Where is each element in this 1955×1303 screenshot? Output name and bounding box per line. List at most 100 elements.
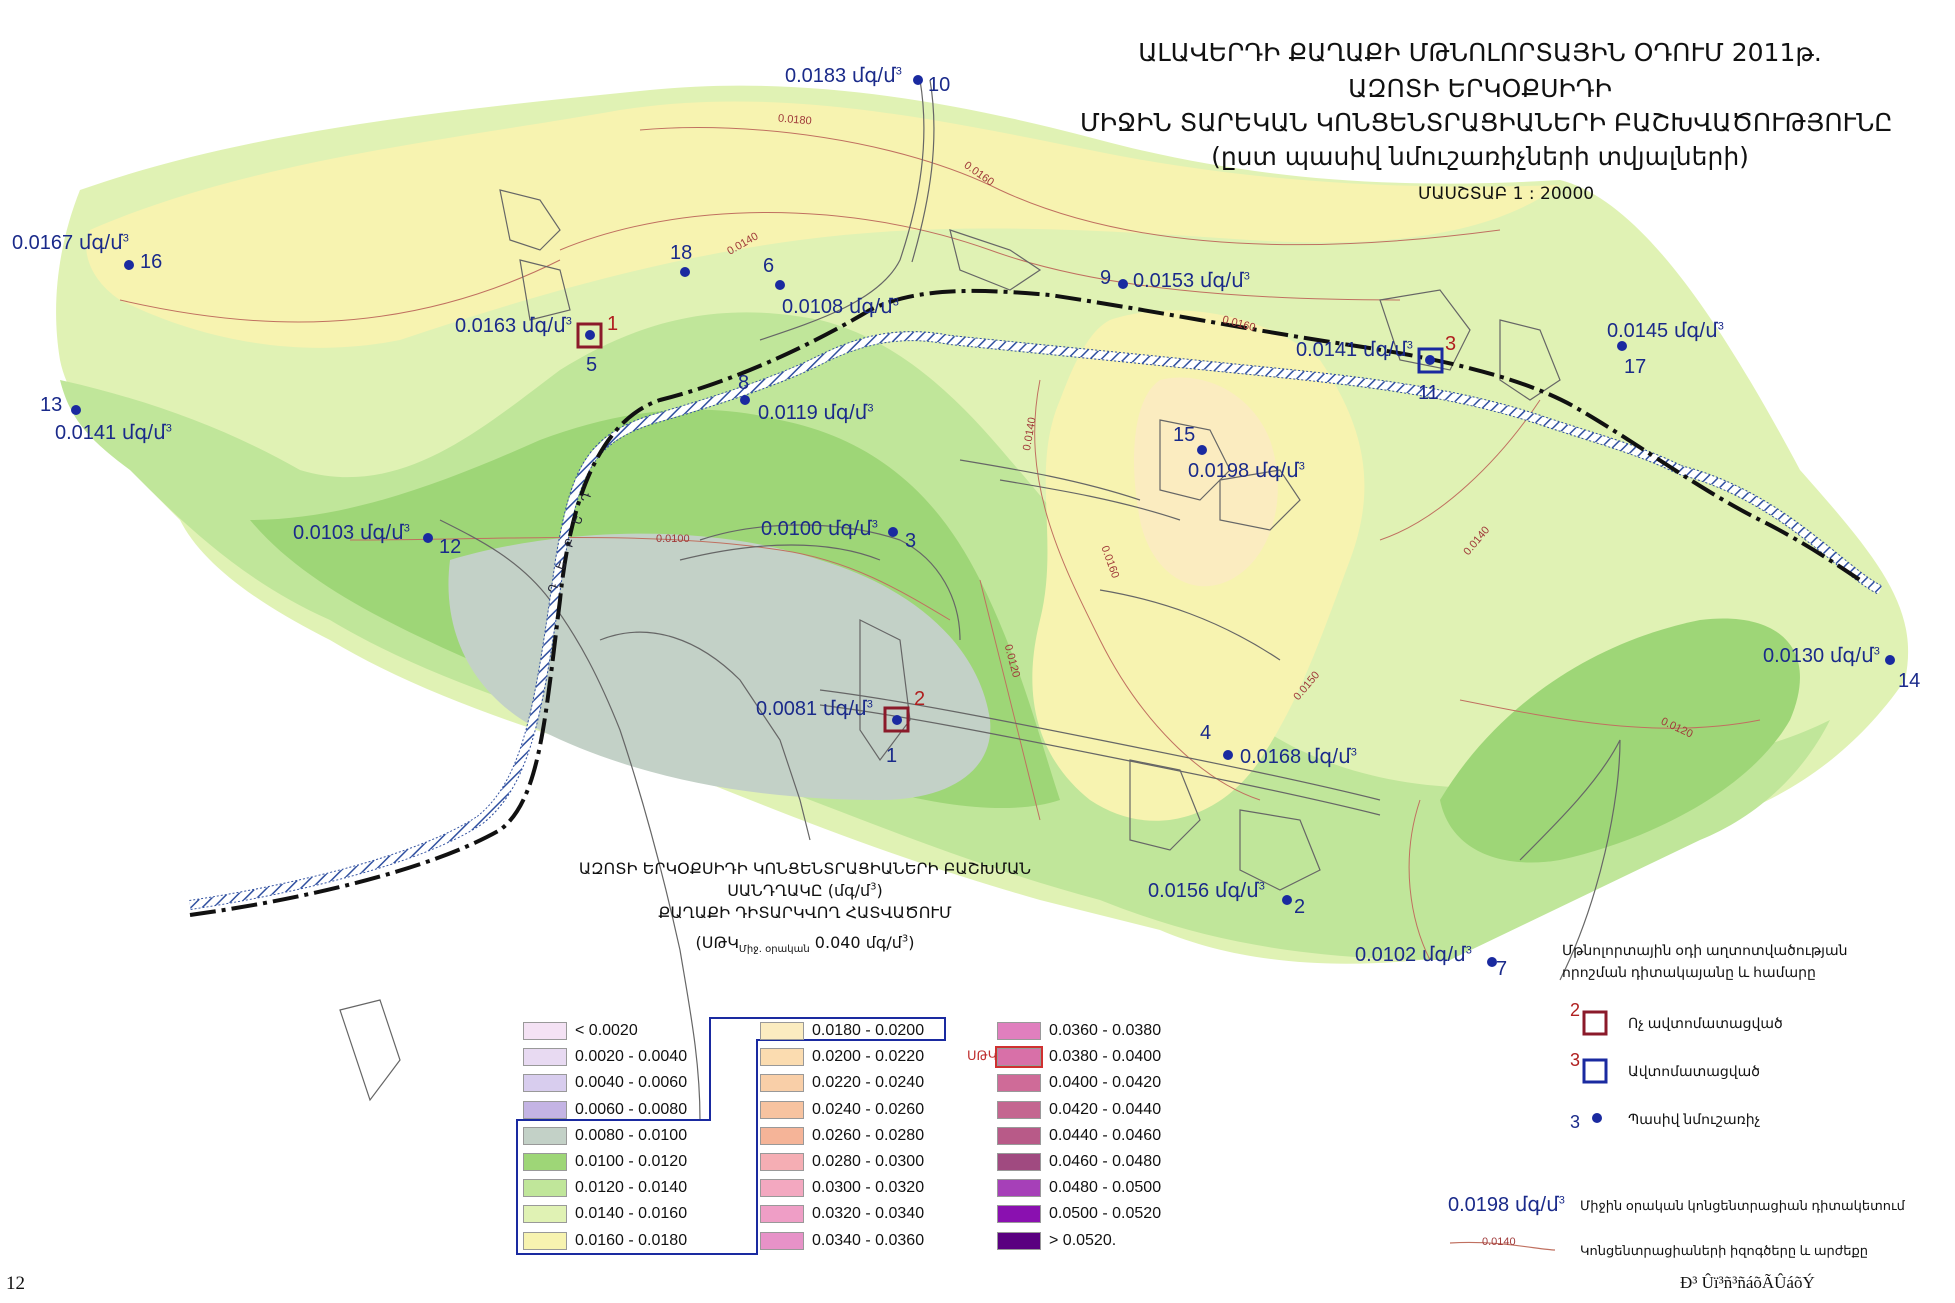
station-dot-7 xyxy=(1487,957,1497,967)
legend-class-row: 0.0080 - 0.0100 xyxy=(523,1125,687,1147)
legend-class-swatch xyxy=(760,1048,804,1067)
station-value-3: 0.0100 մգ/մ3 xyxy=(761,518,878,540)
station-value-13: 0.0141 մգ/մ3 xyxy=(55,422,172,444)
legend-class-label: 0.0020 - 0.0040 xyxy=(575,1048,688,1066)
station-num-15: 15 xyxy=(1173,424,1196,446)
station-value-9: 0.0153 մգ/մ3 xyxy=(1133,270,1250,292)
station-num-8: 8 xyxy=(738,372,750,394)
station-value-4: 0.0168 մգ/մ3 xyxy=(1240,746,1357,768)
station-dot-8 xyxy=(740,395,750,405)
isolines xyxy=(119,127,1761,961)
legend-class-swatch xyxy=(997,1179,1041,1198)
station-num-16: 16 xyxy=(140,251,163,273)
legend-class-row: 0.0240 - 0.0260 xyxy=(760,1099,924,1121)
legend-class-label: 0.0500 - 0.0520 xyxy=(1049,1205,1162,1223)
legend-class-swatch xyxy=(760,1179,804,1198)
legend-class-swatch xyxy=(997,1126,1041,1145)
legend-class-label: 0.0460 - 0.0480 xyxy=(1049,1153,1162,1170)
legend-class-swatch xyxy=(523,1179,567,1198)
station-num-11: 11 xyxy=(1418,382,1439,404)
isoline-label: 0.0100 xyxy=(656,533,690,545)
legend-class-label: 0.0120 - 0.0140 xyxy=(575,1179,688,1197)
station-num-18: 18 xyxy=(670,242,693,264)
road-outline xyxy=(819,689,1381,801)
legend-sample-label: Միջին օրական կոնցենտրացիան դիտակետում xyxy=(1580,1198,1905,1213)
road-outline xyxy=(859,619,911,762)
station-dot-9 xyxy=(1118,279,1128,289)
station-num-5: 5 xyxy=(586,354,598,376)
road-outline xyxy=(699,524,961,641)
road-outline xyxy=(1219,469,1301,531)
legend-class-swatch xyxy=(523,1205,567,1224)
legend-class-swatch xyxy=(760,1231,804,1250)
road-outline xyxy=(519,259,571,321)
legend-outline xyxy=(516,1017,946,1255)
legend-class-row: 0.0440 - 0.0460 xyxy=(997,1125,1161,1147)
legend-class-label: 0.0420 - 0.0440 xyxy=(1049,1100,1162,1118)
legend-class-label: 0.0160 - 0.0180 xyxy=(575,1231,688,1249)
post-num-3: 3 xyxy=(1445,333,1457,355)
legend-class-swatch xyxy=(760,1022,804,1040)
road-outline xyxy=(439,519,701,1121)
legend-class-label: 0.0360 - 0.0380 xyxy=(1049,1022,1162,1039)
station-num-14: 14 xyxy=(1898,670,1921,692)
legend-class-swatch xyxy=(523,1022,567,1040)
station-value-5: 0.0163 մգ/մ3 xyxy=(455,315,572,337)
legend-class-row: 0.0360 - 0.0380 xyxy=(997,1020,1161,1042)
legend-class-label: 0.0300 - 0.0320 xyxy=(812,1179,925,1197)
map-title-line2: ԱԶՈՏԻ ԵՐԿՕՔՍԻԴԻ xyxy=(1348,74,1612,103)
legend-class-swatch xyxy=(523,1126,567,1145)
right-legend-heading1: Մթնոլորտային օդի աղտոտվածության xyxy=(1562,942,1848,958)
legend-passive-dot xyxy=(1592,1113,1602,1123)
station-dot-6 xyxy=(775,280,785,290)
station-dot-1 xyxy=(892,715,902,725)
legend-auto-num: 3 xyxy=(1570,1050,1581,1070)
zone-0080-0100 xyxy=(448,533,991,800)
station-value-17: 0.0145 մգ/մ3 xyxy=(1607,320,1724,342)
legend-class-label: 0.0380 - 0.0400 xyxy=(1049,1048,1162,1066)
legend-class-swatch xyxy=(997,1205,1041,1224)
legend-class-label: 0.0340 - 0.0360 xyxy=(812,1231,925,1249)
map-title-line3: ՄԻՋԻՆ ՏԱՐԵԿԱՆ ԿՈՆՑԵՆՏՐԱՑԻԱՆԵՐԻ ԲԱՇԽՎԱԾՈՒ… xyxy=(1080,108,1893,137)
station-value-10: 0.0183 մգ/մ3 xyxy=(785,65,902,87)
road-outline xyxy=(1239,809,1321,891)
legend-class-swatch xyxy=(523,1153,567,1171)
legend-class-swatch xyxy=(760,1126,804,1145)
legend-class-label: > 0.0520. xyxy=(1049,1231,1117,1249)
station-dot-13 xyxy=(71,405,81,415)
legend-class-row: 0.0120 - 0.0140 xyxy=(523,1177,687,1199)
station-num-12: 12 xyxy=(439,536,462,558)
pdk-tag: ՍԹԿ xyxy=(967,1048,998,1063)
railway xyxy=(189,288,1862,917)
legend-class-row: 0.0100 - 0.0120 xyxy=(523,1151,687,1173)
legend-class-row: 0.0060 - 0.0080 xyxy=(523,1099,687,1121)
legend-class-label: 0.0320 - 0.0340 xyxy=(812,1205,925,1223)
station-dot-16 xyxy=(124,260,134,270)
legend-class-label: 0.0280 - 0.0300 xyxy=(812,1153,925,1170)
legend-class-label: 0.0180 - 0.0200 xyxy=(812,1022,925,1039)
post-3-square xyxy=(1417,347,1444,374)
legend-class-swatch xyxy=(997,1100,1041,1119)
road-outline xyxy=(1379,289,1471,371)
station-dot-10 xyxy=(913,75,923,85)
station-num-7: 7 xyxy=(1496,958,1508,980)
zone-0180-0200 xyxy=(1134,377,1278,587)
station-value-1: 0.0081 մգ/մ3 xyxy=(756,698,873,720)
legend-class-row: > 0.0520. xyxy=(997,1230,1116,1252)
legend-class-row: 0.0340 - 0.0360 xyxy=(760,1230,924,1252)
page-number: 12 xyxy=(6,1273,25,1294)
legend-class-swatch xyxy=(760,1074,804,1093)
station-dot-5 xyxy=(585,330,595,340)
station-num-10: 10 xyxy=(928,74,951,96)
river-channel-fill xyxy=(189,332,1882,909)
legend-sample-value: 0.0198 մգ/մ3 xyxy=(1448,1194,1565,1216)
post-num-2: 2 xyxy=(914,688,926,710)
legend-class-row: 0.0180 - 0.0200 xyxy=(760,1020,924,1042)
station-value-2: 0.0156 մգ/մ3 xyxy=(1148,880,1265,902)
legend-class-row: 0.0460 - 0.0480 xyxy=(997,1151,1161,1173)
legend-class-swatch xyxy=(523,1048,567,1067)
road-outline xyxy=(1129,759,1201,851)
railway-line xyxy=(189,288,1862,917)
legend-class-swatch xyxy=(997,1022,1041,1040)
legend-class-label: 0.0220 - 0.0240 xyxy=(812,1074,925,1092)
